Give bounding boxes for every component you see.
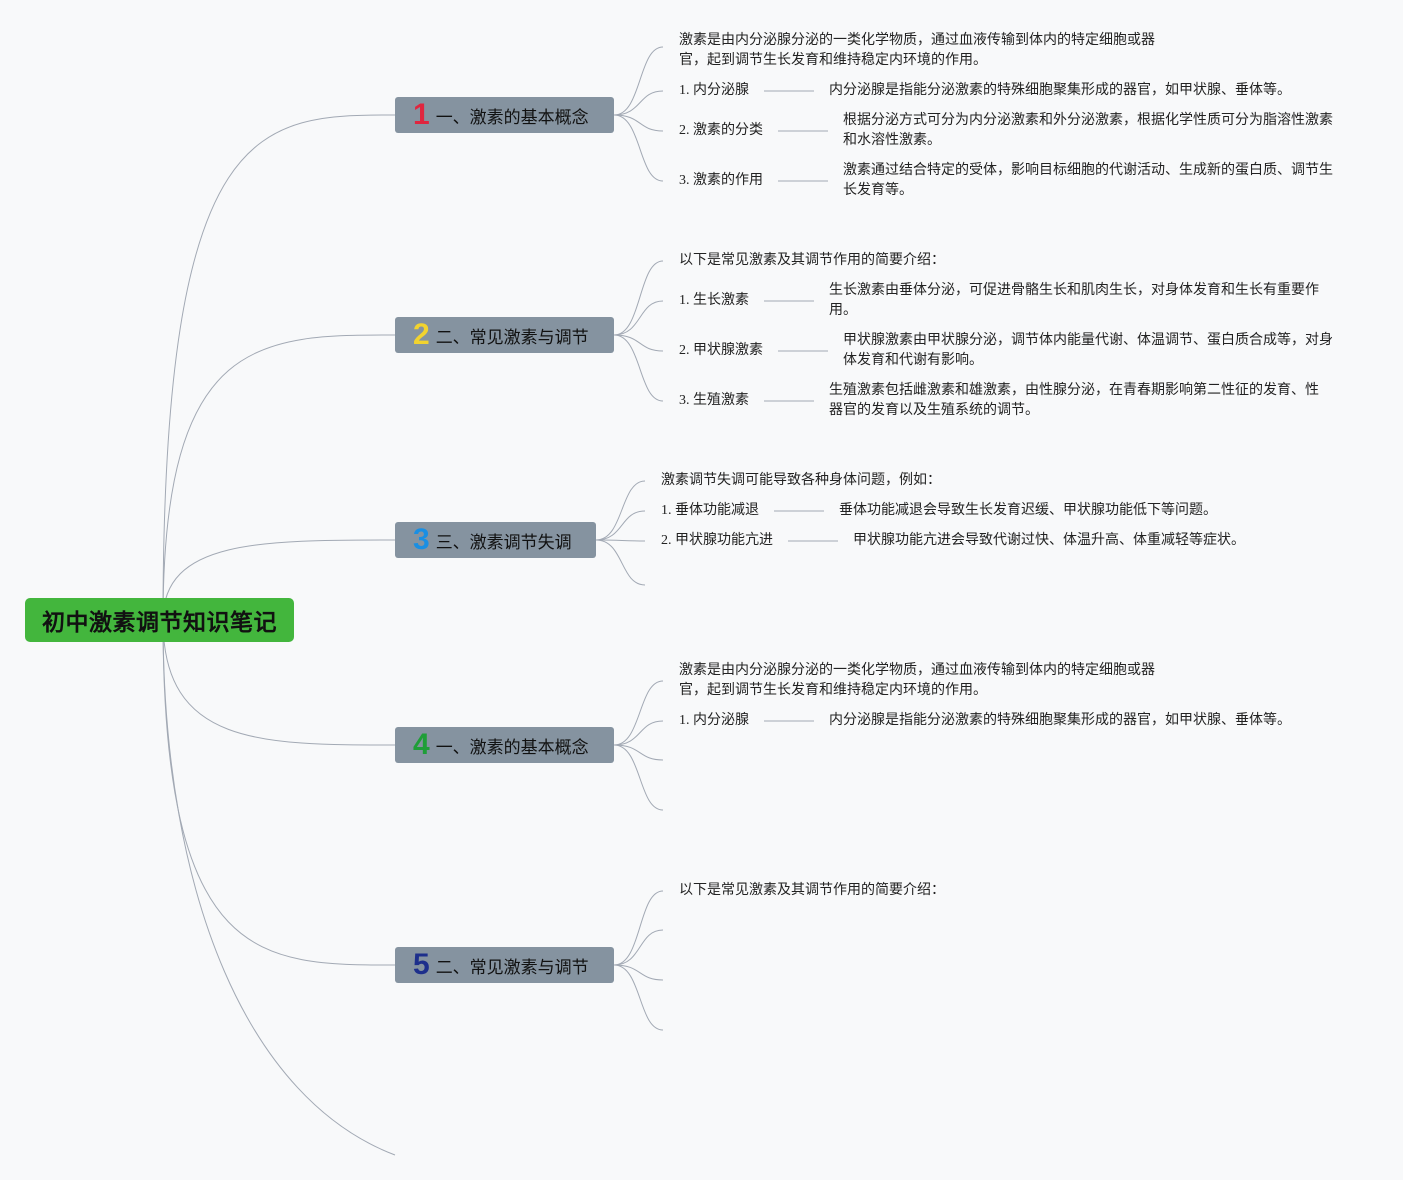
branch-number: 1 [413, 98, 430, 131]
branch-number: 4 [413, 728, 430, 761]
branch-label: 二、常见激素与调节 [435, 957, 589, 978]
branch-number: 3 [413, 523, 430, 556]
branch-child-connector [595, 539, 646, 542]
branch-number: 5 [413, 948, 430, 981]
subtopic-term[interactable]: 2. 甲状腺功能亢进 [661, 533, 773, 548]
branch-label: 一、激素的基本概念 [435, 737, 589, 758]
branch-child-connector [613, 260, 664, 336]
subtopic-description: 体发育和代谢有影响。 [843, 353, 983, 368]
branch-child-connector [613, 744, 664, 811]
subtopic-description: 垂体功能减退会导致生长发育迟缓、甲状腺功能低下等问题。 [839, 503, 1217, 518]
subtopic-description: 长发育等。 [843, 183, 913, 198]
branch-child-connector [613, 114, 664, 182]
root-branch-connector [162, 619, 396, 1156]
subtopic-description: 激素通过结合特定的受体，影响目标细胞的代谢活动、生成新的蛋白质、调节生 [843, 163, 1333, 178]
branch-child-connector [613, 114, 664, 132]
subtopic-description: 根据分泌方式可分为内分泌激素和外分泌激素，根据化学性质可分为脂溶性激素 [843, 113, 1333, 128]
subtopic-description: 器官的发育以及生殖系统的调节。 [829, 403, 1039, 418]
branch-child-connector [613, 300, 664, 336]
branch-child-connector [613, 890, 664, 966]
subtopic-description: 内分泌腺是指能分泌激素的特殊细胞聚集形成的器官，如甲状腺、垂体等。 [829, 83, 1291, 98]
root-branch-connector [162, 619, 396, 746]
branch-label: 三、激素调节失调 [435, 532, 572, 553]
branch-child-connector [595, 510, 646, 541]
branch-child-connector [613, 964, 664, 981]
branch-number: 2 [413, 318, 430, 351]
branch-child-connector [613, 46, 664, 116]
subtopic-term[interactable]: 1. 垂体功能减退 [661, 503, 759, 518]
branch-child-connector [595, 480, 646, 541]
intro-text: 官，起到调节生长发育和维持稳定内环境的作用。 [679, 683, 987, 698]
root-branch-connector [162, 334, 396, 621]
subtopic-description: 和水溶性激素。 [843, 133, 941, 148]
branch-child-connector [613, 90, 664, 116]
branch-child-connector [613, 964, 664, 1031]
root-branch-connector [162, 619, 396, 966]
subtopic-term[interactable]: 3. 生殖激素 [679, 393, 749, 408]
branch-child-connector [613, 680, 664, 746]
intro-text: 官，起到调节生长发育和维持稳定内环境的作用。 [679, 53, 987, 68]
subtopic-term[interactable]: 1. 内分泌腺 [679, 713, 749, 728]
branch-label: 二、常见激素与调节 [435, 327, 589, 348]
subtopic-term[interactable]: 1. 生长激素 [679, 293, 749, 308]
branch-child-connector [613, 744, 664, 761]
subtopic-description: 内分泌腺是指能分泌激素的特殊细胞聚集形成的器官，如甲状腺、垂体等。 [829, 713, 1291, 728]
branch-child-connector [613, 334, 664, 402]
subtopic-description: 生殖激素包括雌激素和雄激素，由性腺分泌，在青春期影响第二性征的发育、性 [829, 383, 1319, 398]
intro-text: 激素是由内分泌腺分泌的一类化学物质，通过血液传输到体内的特定细胞或器 [679, 663, 1155, 678]
subtopic-description: 甲状腺激素由甲状腺分泌，调节体内能量代谢、体温调节、蛋白质合成等，对身 [843, 333, 1333, 348]
branch-label: 一、激素的基本概念 [435, 107, 589, 128]
subtopic-term[interactable]: 2. 甲状腺激素 [679, 343, 763, 358]
subtopic-description: 生长激素由垂体分泌，可促进骨骼生长和肌肉生长，对身体发育和生长有重要作 [829, 283, 1319, 298]
subtopic-term[interactable]: 1. 内分泌腺 [679, 83, 749, 98]
subtopic-description: 用。 [829, 303, 857, 318]
intro-text: 以下是常见激素及其调节作用的简要介绍： [679, 253, 945, 268]
root-topic[interactable]: 初中激素调节知识笔记 [25, 598, 294, 642]
branch-child-connector [613, 334, 664, 352]
branch-child-connector [613, 720, 664, 746]
subtopic-term[interactable]: 2. 激素的分类 [679, 123, 763, 138]
intro-text: 激素是由内分泌腺分泌的一类化学物质，通过血液传输到体内的特定细胞或器 [679, 33, 1155, 48]
subtopic-description: 甲状腺功能亢进会导致代谢过快、体温升高、体重减轻等症状。 [853, 533, 1245, 548]
intro-text: 激素调节失调可能导致各种身体问题，例如： [661, 473, 941, 488]
subtopic-term[interactable]: 3. 激素的作用 [679, 173, 763, 188]
root-branch-connector [162, 539, 396, 621]
intro-text: 以下是常见激素及其调节作用的简要介绍： [679, 883, 945, 898]
root-branch-connector [162, 114, 396, 621]
branch-child-connector [595, 539, 646, 586]
branch-child-connector [613, 929, 664, 966]
